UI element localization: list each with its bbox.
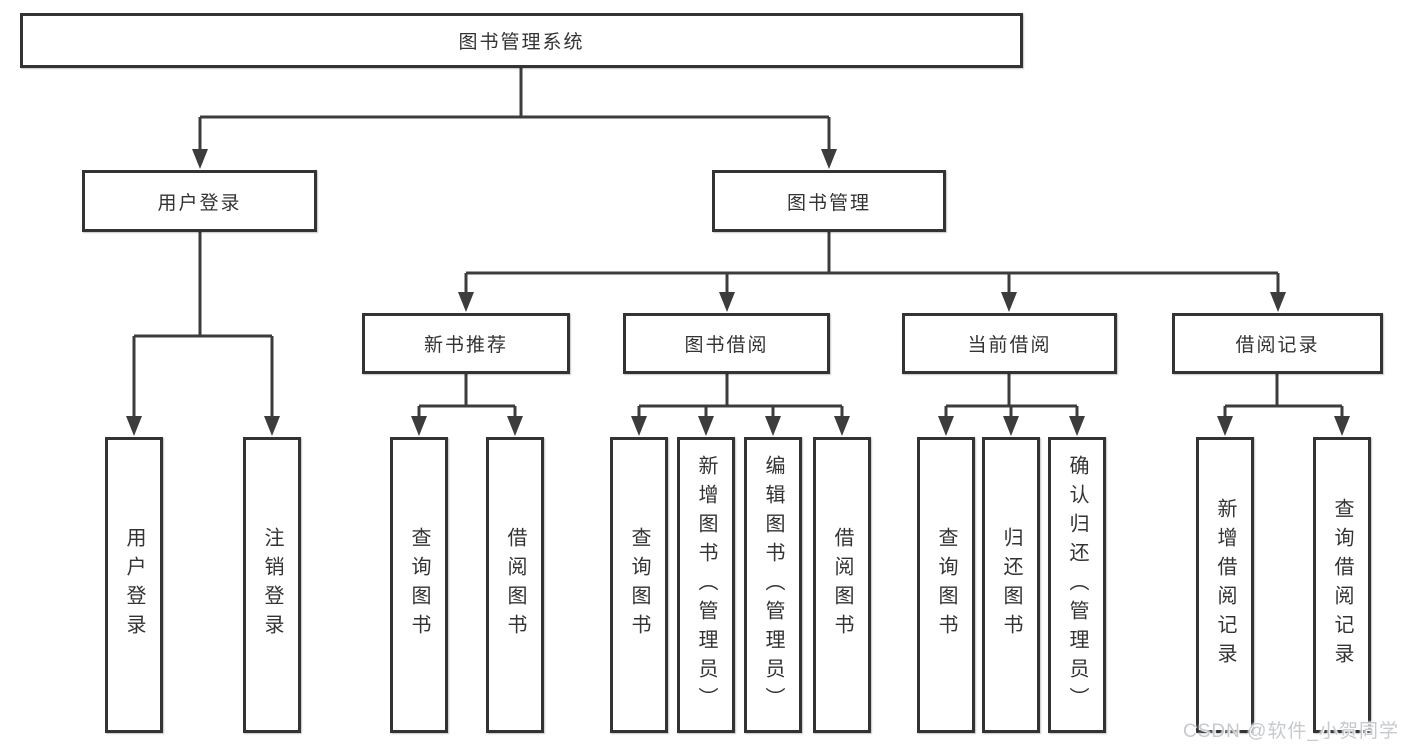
node-label: 确认归还（管理员） (1066, 454, 1088, 716)
watermark: CSDN @软件_小贺同学 (1183, 721, 1399, 742)
connectors-new-book-rec (411, 374, 523, 436)
leaf-query-books: 查询图书 (390, 437, 448, 733)
arrowhead (719, 292, 735, 312)
arrowhead (1334, 416, 1350, 436)
node-book-management: 图书管理 (712, 170, 946, 232)
arrowhead (458, 292, 474, 312)
arrowhead (126, 416, 142, 436)
leaf-return-books: 归还图书 (982, 437, 1040, 733)
leaf-user-login: 用户登录 (105, 437, 163, 733)
leaf-query-borrow-record: 查询借阅记录 (1313, 437, 1371, 733)
node-label: 编辑图书（管理员） (762, 454, 784, 716)
arrowhead (821, 149, 837, 169)
node-new-book-recommendation: 新书推荐 (362, 313, 570, 374)
node-label: 新增借阅记录 (1214, 498, 1236, 672)
arrowhead (698, 416, 714, 436)
node-label: 图书管理 (786, 192, 871, 214)
node-label: 用户登录 (123, 527, 145, 643)
leaf-confirm-return-admin: 确认归还（管理员） (1048, 437, 1106, 733)
leaf-add-books-admin: 新增图书（管理员） (677, 437, 735, 733)
leaf-borrow-books: 借阅图书 (813, 437, 871, 733)
node-book-borrowing: 图书借阅 (623, 313, 830, 374)
arrowhead (192, 149, 208, 169)
node-label: 借阅记录 (1235, 335, 1320, 356)
node-label: 新书推荐 (423, 335, 508, 356)
arrowhead (1270, 292, 1286, 312)
node-user-login: 用户登录 (82, 170, 317, 232)
node-label: 注销登录 (261, 527, 283, 643)
node-label: 图书管理系统 (458, 32, 585, 53)
connectors-current-borrow (938, 374, 1085, 436)
node-borrowing-records: 借阅记录 (1172, 313, 1383, 374)
node-current-borrowing: 当前借阅 (902, 313, 1117, 374)
node-label: 查询借阅记录 (1331, 498, 1353, 672)
arrowhead (834, 416, 850, 436)
node-label: 查询图书 (628, 527, 650, 643)
node-label: 用户登录 (157, 192, 242, 214)
node-library-management-system: 图书管理系统 (20, 13, 1023, 68)
node-label: 新增图书（管理员） (695, 454, 717, 716)
arrowhead (1069, 416, 1085, 436)
connectors-root (192, 68, 837, 169)
leaf-edit-books-admin: 编辑图书（管理员） (744, 437, 802, 733)
leaf-add-borrow-record: 新增借阅记录 (1196, 437, 1254, 733)
leaf-query-books: 查询图书 (610, 437, 668, 733)
node-label: 图书借阅 (684, 335, 769, 356)
arrowhead (264, 416, 280, 436)
connectors-user-login (126, 232, 280, 436)
arrowhead (507, 416, 523, 436)
connectors-book-borrow (631, 374, 850, 436)
arrowhead (1003, 416, 1019, 436)
connectors-book-mgmt (458, 232, 1286, 312)
leaf-query-books: 查询图书 (917, 437, 975, 733)
arrowhead (411, 416, 427, 436)
node-label: 查询图书 (935, 527, 957, 643)
node-label: 归还图书 (1000, 527, 1022, 643)
arrowhead (1217, 416, 1233, 436)
arrowhead (938, 416, 954, 436)
leaf-borrow-books: 借阅图书 (486, 437, 544, 733)
arrowhead (1001, 292, 1017, 312)
node-label: 借阅图书 (831, 527, 853, 643)
node-label: 借阅图书 (504, 527, 526, 643)
node-label: 查询图书 (408, 527, 430, 643)
connectors-borrow-records (1217, 374, 1350, 436)
leaf-logout: 注销登录 (243, 437, 301, 733)
node-label: 当前借阅 (967, 335, 1052, 356)
arrowhead (631, 416, 647, 436)
arrowhead (765, 416, 781, 436)
